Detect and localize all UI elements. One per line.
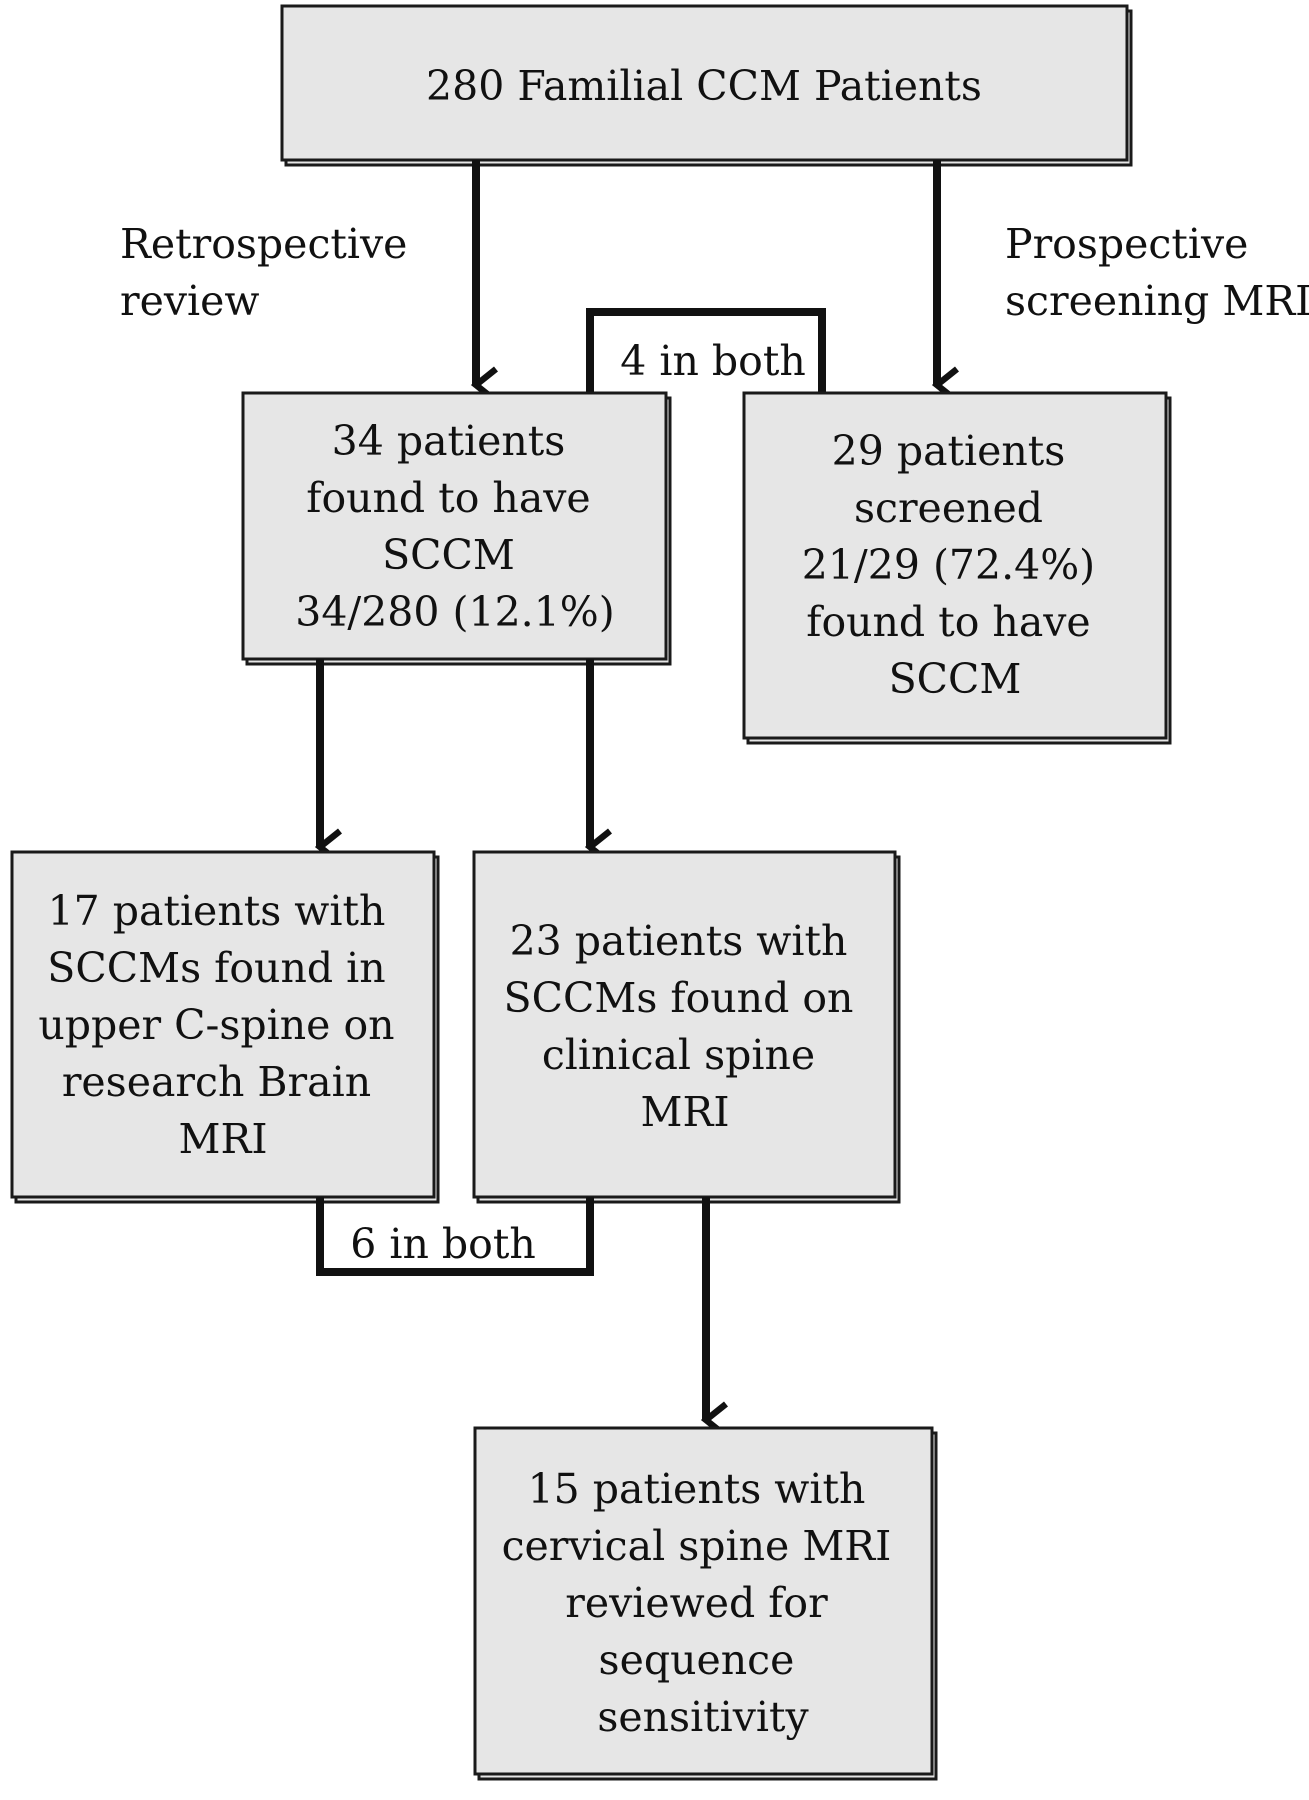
clinical-line-2: SCCMs found on: [504, 974, 854, 1022]
review-line-1: 15 patients with: [528, 1465, 866, 1513]
label-overlap-top: 4 in both: [620, 337, 805, 385]
research-line-2: SCCMs found in: [47, 944, 385, 992]
review-line-5: sensitivity: [597, 1693, 809, 1741]
review-line-3: reviewed for: [565, 1579, 828, 1627]
review-line-2: cervical spine MRI: [502, 1522, 892, 1570]
clinical-line-3: clinical spine: [542, 1031, 815, 1079]
prosp-line-1: 29 patients: [832, 427, 1066, 475]
svg-text:34 patients found to hav: 34 patients found to have SCCM 34/280 (1…: [295, 417, 615, 636]
retro-line-2: found to have: [306, 474, 590, 522]
box-total-line: 280 Familial CCM Patients: [426, 62, 982, 110]
svg-text:280 Familial CCM Patients: 280 Familial CCM Patients: [426, 62, 982, 110]
retro-line-3: SCCM: [382, 531, 515, 579]
box-clinical-spine-mri: 23 patients with SCCMs found on clinical…: [472, 850, 901, 1204]
prosp-line-3: 21/29 (72.4%): [802, 541, 1095, 589]
box-retrospective-result: 34 patients found to have SCCM 34/280 (1…: [241, 391, 672, 666]
retro-line-1: 34 patients: [332, 417, 566, 465]
svg-text:23 patients with SCCMs f: 23 patients with SCCMs found on clinical…: [504, 917, 867, 1136]
research-line-5: MRI: [178, 1115, 267, 1163]
svg-text:15 patients with cervica: 15 patients with cervical spine MRI revi…: [502, 1465, 905, 1741]
retro-line-4: 34/280 (12.1%): [295, 588, 615, 636]
clinical-line-4: MRI: [640, 1088, 729, 1136]
svg-text:17 patients with SCCMs f: 17 patients with SCCMs found in upper C-…: [38, 887, 407, 1163]
research-line-3: upper C-spine on: [38, 1001, 394, 1049]
bracket-overlap-bottom: [316, 1197, 594, 1276]
box-sequence-review: 15 patients with cervical spine MRI revi…: [473, 1426, 938, 1781]
review-line-4: sequence: [599, 1636, 795, 1684]
prosp-line-4: found to have: [806, 598, 1090, 646]
label-retrospective-review: Retrospective review: [120, 220, 420, 325]
clinical-line-1: 23 patients with: [510, 917, 848, 965]
prosp-line-2: screened: [854, 484, 1043, 532]
research-line-1: 17 patients with: [48, 887, 386, 935]
label-overlap-bottom: 6 in both: [350, 1220, 535, 1268]
svg-text:29 patients screened: 29 patients screened 21/29 (72.4%) found…: [802, 427, 1108, 703]
box-total-patients: 280 Familial CCM Patients: [280, 4, 1133, 167]
box-research-brain-mri: 17 patients with SCCMs found in upper C-…: [10, 850, 440, 1204]
prosp-line-5: SCCM: [889, 655, 1022, 703]
label-prospective-screening: Prospective screening MRI: [1005, 220, 1309, 325]
research-line-4: research Brain: [62, 1058, 371, 1106]
bracket-overlap-top: [586, 308, 826, 393]
box-prospective-result: 29 patients screened 21/29 (72.4%) found…: [742, 391, 1172, 745]
